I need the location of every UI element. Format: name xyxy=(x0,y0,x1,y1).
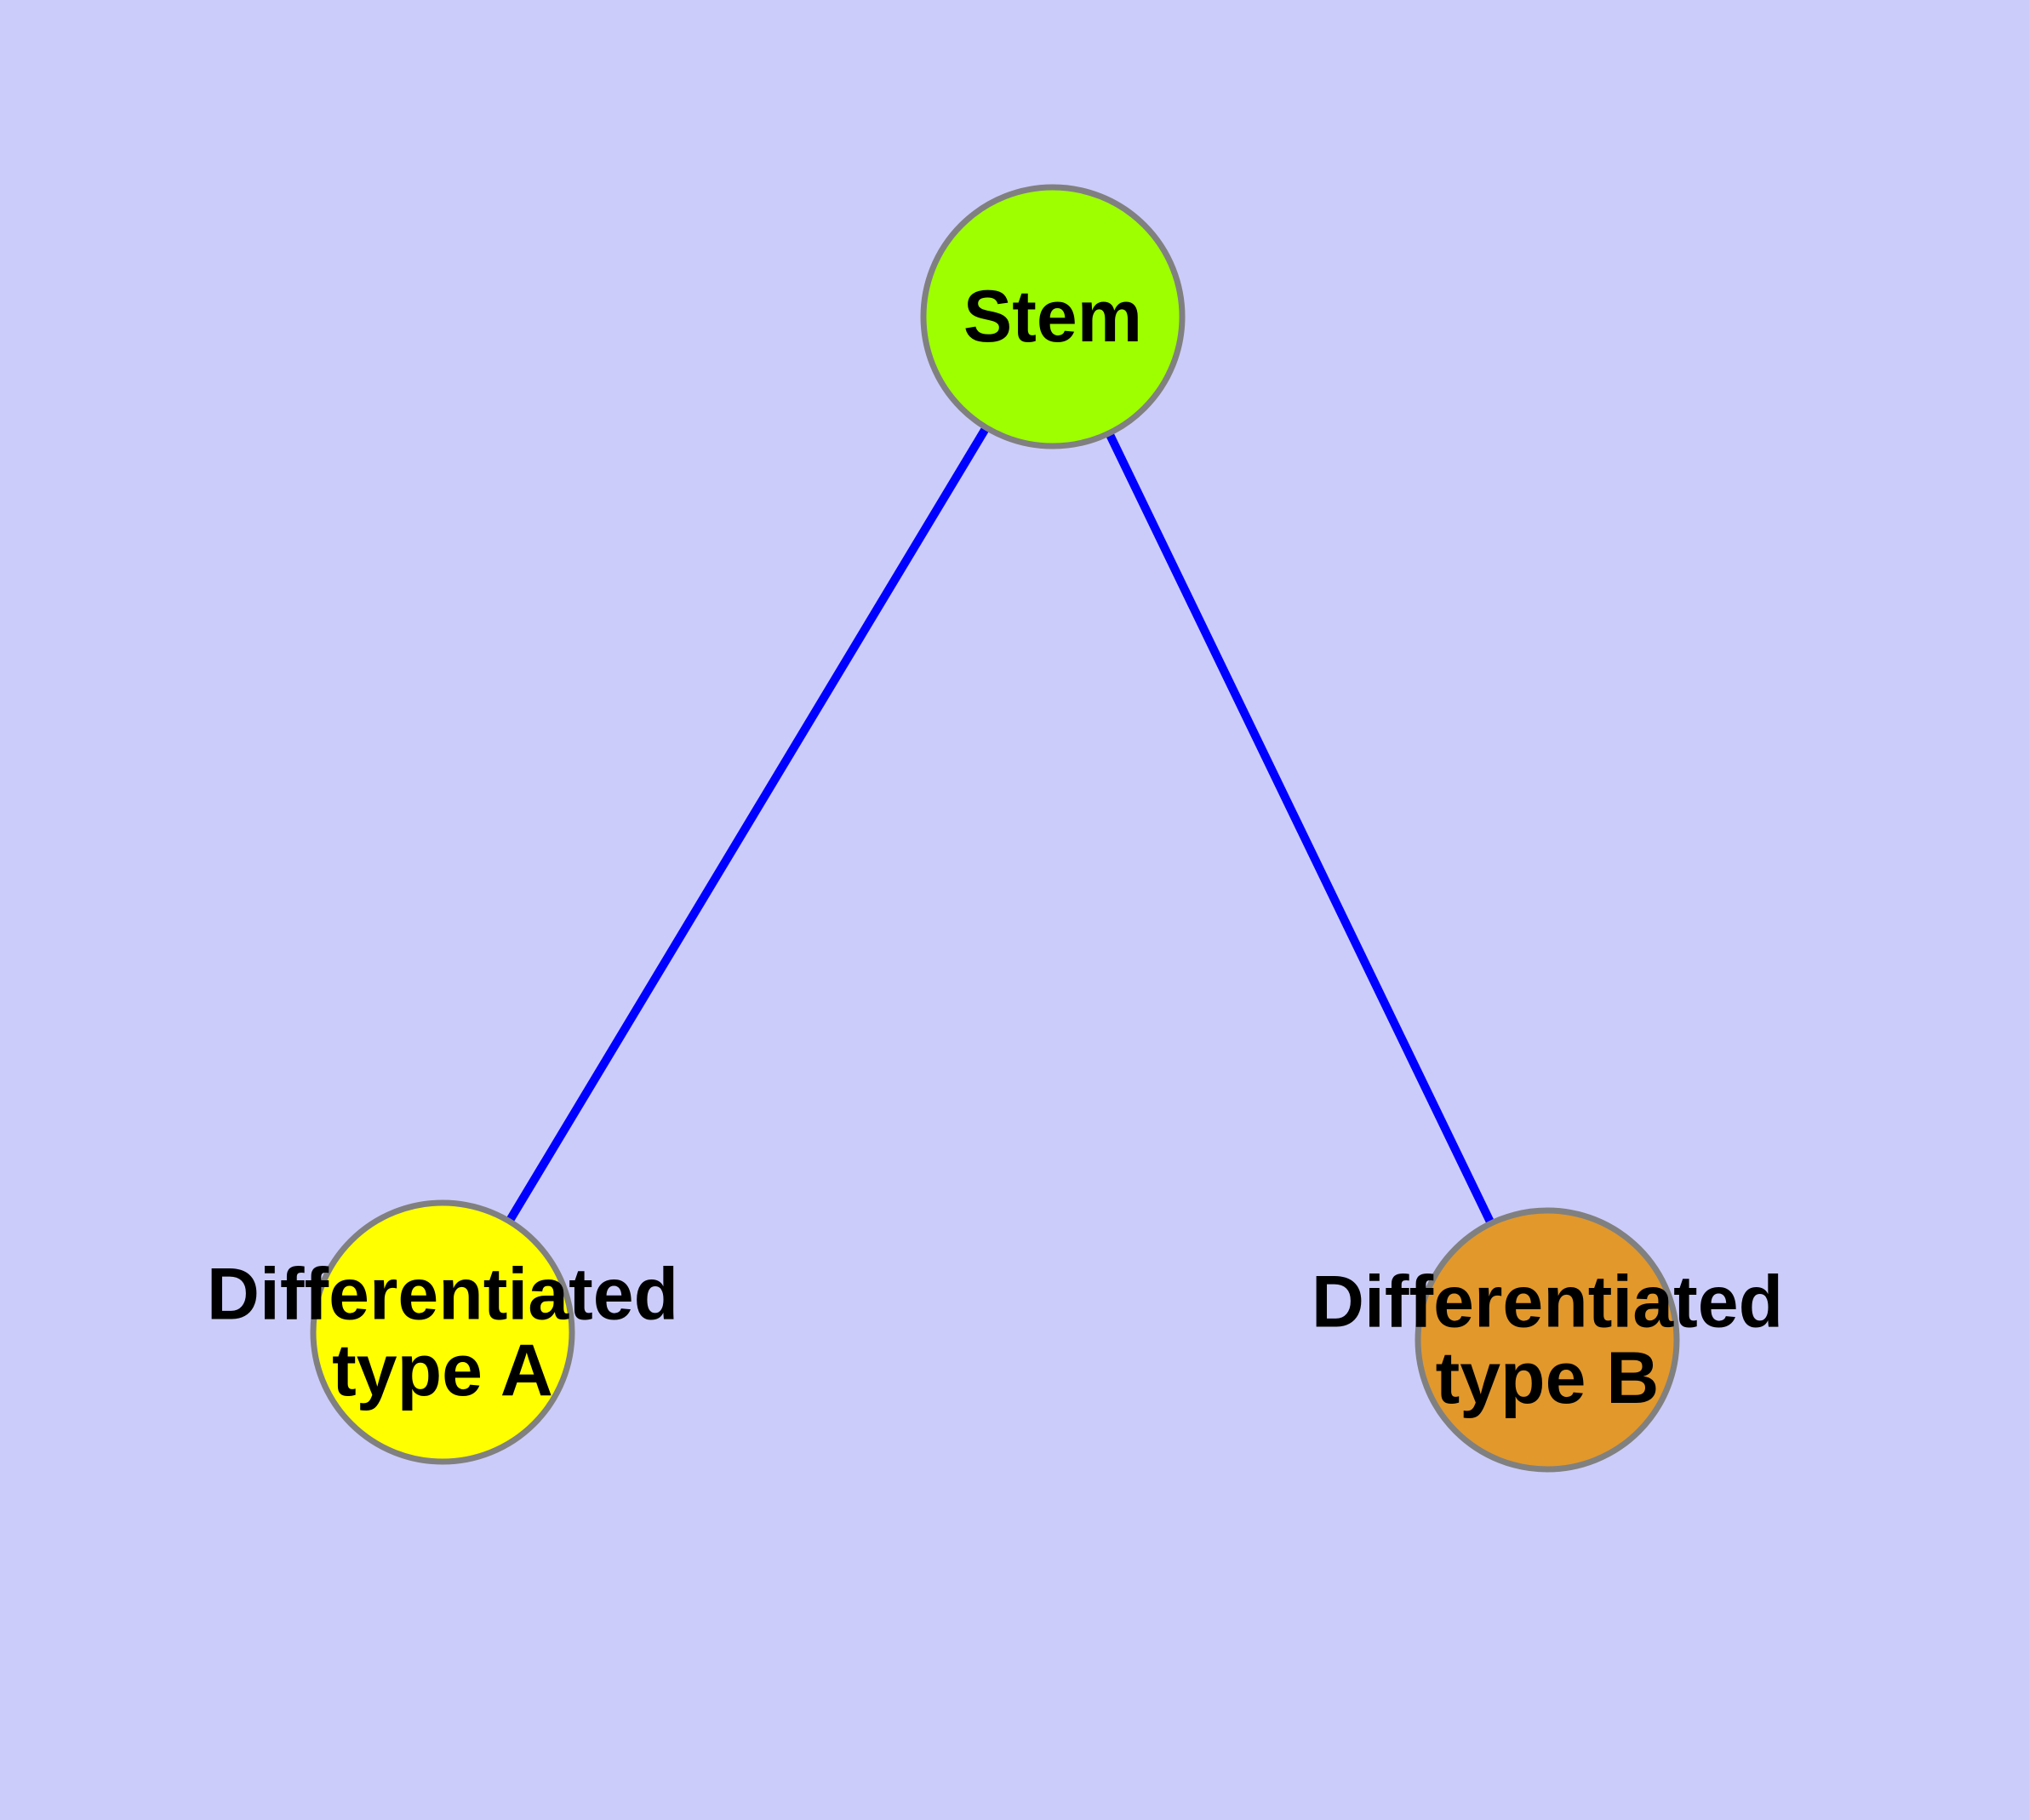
node-label-line: Differentiated xyxy=(207,1254,678,1336)
node-circle-differentiated-type-a[interactable] xyxy=(310,1199,575,1465)
node-circle-stem[interactable] xyxy=(920,184,1186,449)
node-stem[interactable] xyxy=(920,184,1186,449)
node-label-line: type A xyxy=(332,1330,553,1411)
edge-stem-to-differentiated-type-a[interactable] xyxy=(438,314,1057,1335)
node-label-stem: Stem xyxy=(963,276,1142,358)
edge-stem-to-differentiated-type-b[interactable] xyxy=(1049,314,1552,1342)
node-label-line: type B xyxy=(1436,1337,1660,1419)
node-differentiated-type-a[interactable] xyxy=(310,1199,575,1465)
node-differentiated-type-b[interactable] xyxy=(1415,1207,1680,1473)
node-label-line: Differentiated xyxy=(1312,1262,1783,1343)
node-label-line: Stem xyxy=(963,276,1142,358)
nodes-layer xyxy=(310,184,1680,1473)
node-circle-differentiated-type-b[interactable] xyxy=(1415,1207,1680,1473)
edges-layer xyxy=(438,314,1552,1342)
